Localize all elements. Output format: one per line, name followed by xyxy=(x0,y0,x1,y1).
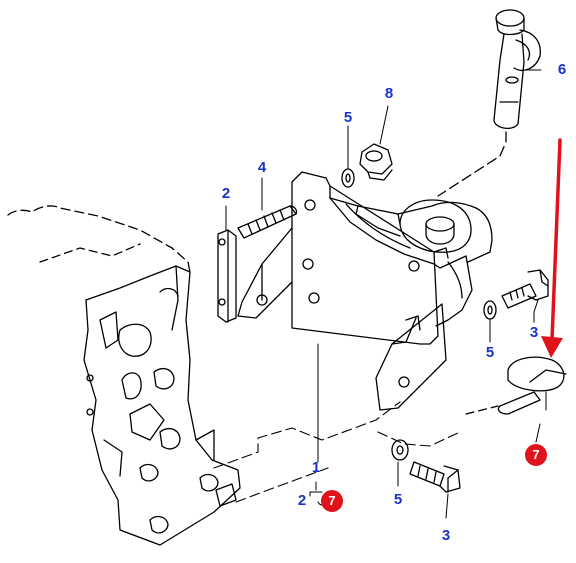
lift-pin xyxy=(437,9,541,197)
linch-pin xyxy=(465,356,567,415)
leader-lines xyxy=(225,69,547,519)
right-bolt xyxy=(483,269,549,320)
red-arrow xyxy=(541,138,563,358)
callout-3-right: 3 xyxy=(529,324,539,341)
pivot-bracket xyxy=(329,197,493,263)
main-bracket xyxy=(237,171,473,411)
callout-2-bottom: 2 xyxy=(297,492,307,509)
top-washer-nut xyxy=(341,143,393,188)
badge-7-right: 7 xyxy=(525,444,547,466)
bottom-bolt xyxy=(391,439,461,493)
callout-5-top: 5 xyxy=(343,109,353,126)
transmission-housing xyxy=(7,205,241,546)
callout-1: 1 xyxy=(311,459,321,476)
callout-5-bottom: 5 xyxy=(393,491,403,508)
callout-3-bottom: 3 xyxy=(441,527,451,544)
callout-2-top: 2 xyxy=(221,185,231,202)
callout-5-right: 5 xyxy=(485,344,495,361)
callout-4: 4 xyxy=(257,159,267,176)
callout-8: 8 xyxy=(384,85,394,102)
threaded-rod xyxy=(237,205,298,239)
link-plate xyxy=(217,229,237,323)
callout-6: 6 xyxy=(557,61,567,78)
badge-7-bottom: 7 xyxy=(321,490,343,512)
